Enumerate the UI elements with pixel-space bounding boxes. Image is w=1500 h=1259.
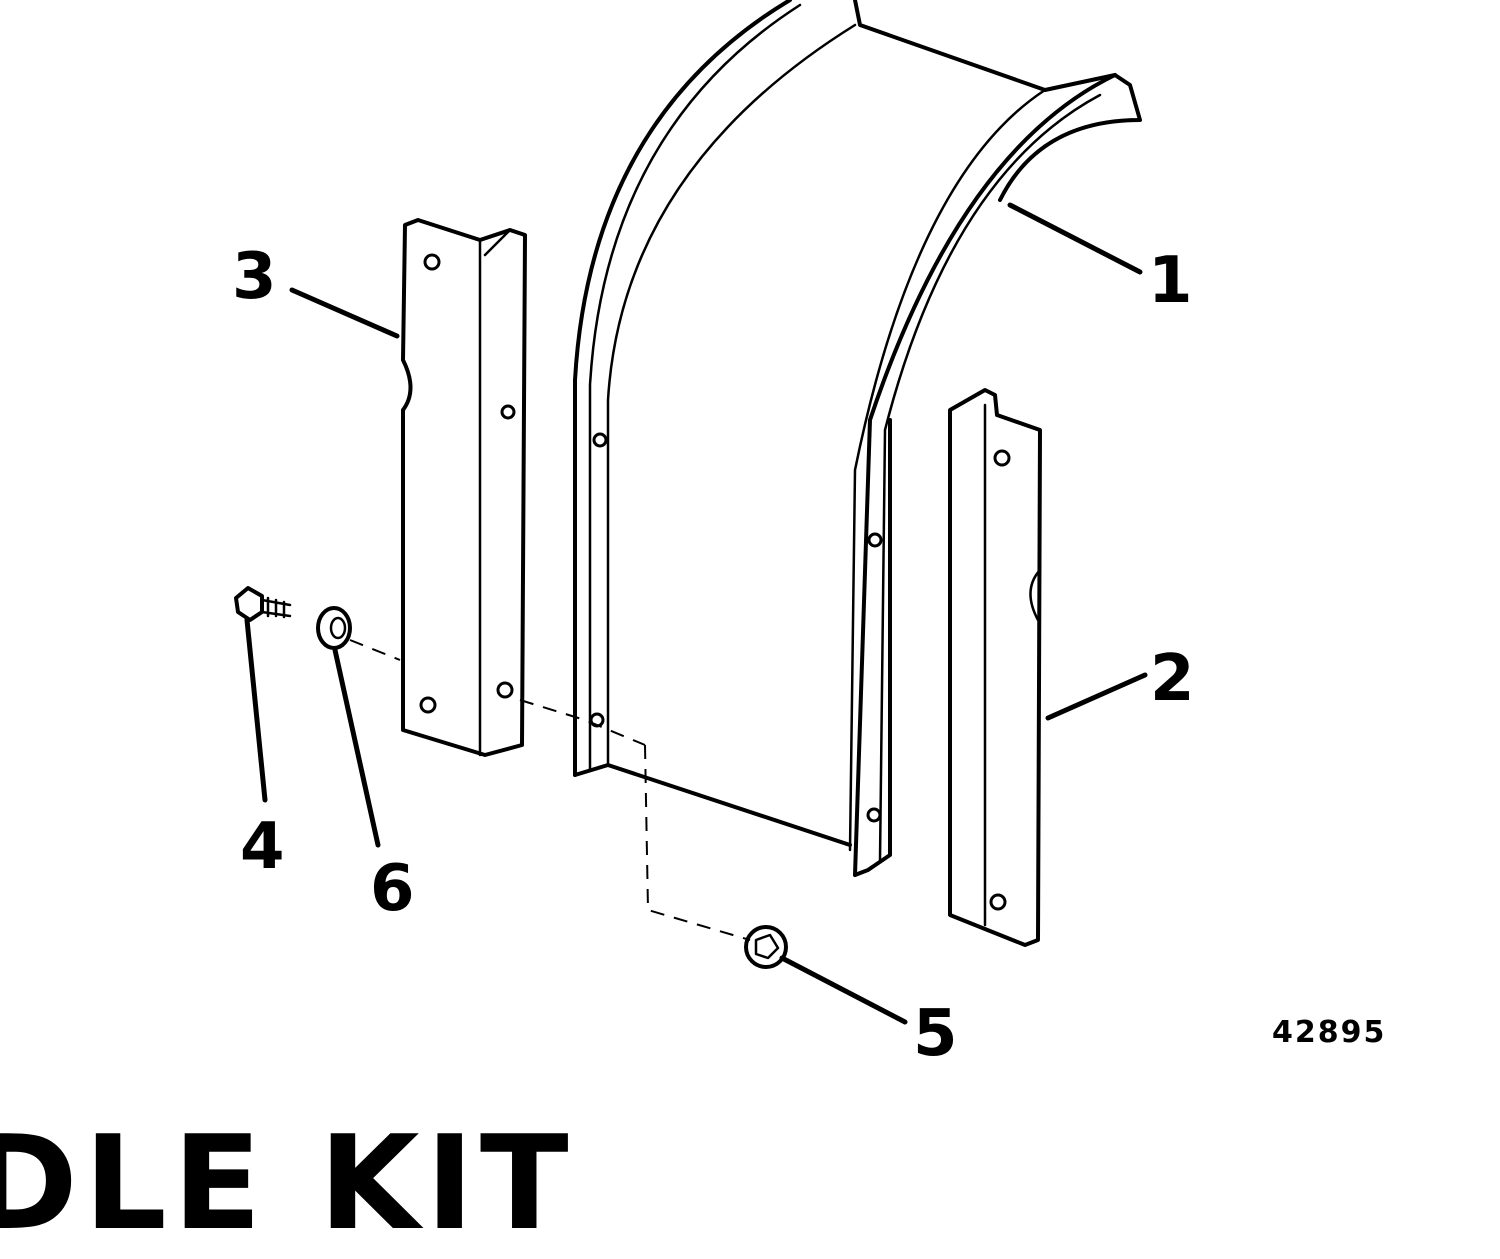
part-2-right-bracket <box>948 388 1042 947</box>
callout-6: 6 <box>370 852 415 926</box>
part-1-shroud <box>573 0 1142 877</box>
callout-2: 2 <box>1150 642 1195 716</box>
figure-number: 42895 <box>1272 1015 1386 1050</box>
exploded-parts-diagram: 1 2 3 4 6 5 42895 <box>232 0 1386 1071</box>
assembly-line-nut <box>644 744 751 941</box>
part-5-nut <box>744 925 788 969</box>
assembly-line-bracket <box>519 699 646 746</box>
callout-3: 3 <box>232 240 277 314</box>
leader-line-4 <box>244 617 268 803</box>
callout-1: 1 <box>1148 244 1193 318</box>
leader-line-3 <box>289 287 400 339</box>
assembly-line-screw <box>349 639 401 661</box>
leader-line-2 <box>1045 672 1148 721</box>
callout-5: 5 <box>913 997 958 1071</box>
leader-line-1 <box>1007 202 1143 275</box>
leader-line-5 <box>779 955 908 1025</box>
kit-title: DLE KIT <box>0 1107 575 1259</box>
leader-line-6 <box>332 647 381 848</box>
part-3-left-bracket <box>401 218 527 757</box>
callout-4: 4 <box>240 810 285 884</box>
part-4-screw <box>234 586 292 622</box>
part-6-washer <box>316 606 352 650</box>
